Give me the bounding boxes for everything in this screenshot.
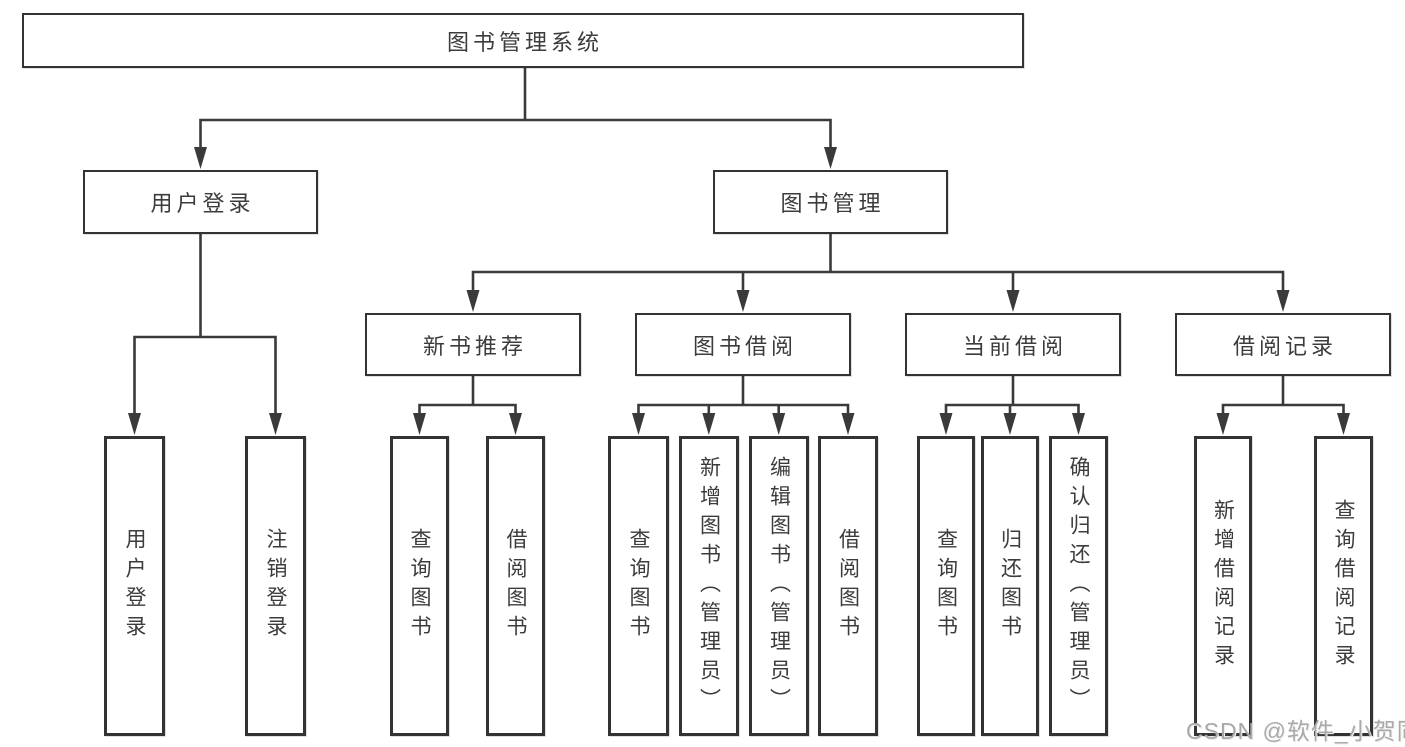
node-leaf-add-book-admin-label: 新增图书（管理员） — [697, 455, 721, 717]
node-user-login-label: 用户登录 — [150, 191, 255, 216]
node-leaf-borrow-query: 查询图书 — [608, 436, 669, 736]
node-new-book-recommend-label: 新书推荐 — [422, 333, 527, 359]
node-leaf-logout: 注销登录 — [245, 436, 306, 736]
node-leaf-newbook-borrow: 借阅图书 — [486, 436, 545, 736]
node-leaf-add-book-admin: 新增图书（管理员） — [679, 436, 739, 736]
node-leaf-newbook-query-label: 查询图书 — [408, 528, 431, 644]
node-leaf-current-query: 查询图书 — [917, 436, 975, 736]
node-leaf-borrow-query-label: 查询图书 — [627, 528, 650, 644]
node-leaf-add-record-label: 新增借阅记录 — [1211, 499, 1235, 673]
node-borrow-records-label: 借阅记录 — [1232, 333, 1337, 359]
node-book-management: 图书管理 — [713, 170, 948, 234]
node-leaf-query-record: 查询借阅记录 — [1314, 436, 1373, 736]
node-borrow-records: 借阅记录 — [1175, 313, 1391, 376]
node-leaf-newbook-borrow-label: 借阅图书 — [504, 528, 527, 644]
node-leaf-return-book-label: 归还图书 — [998, 528, 1022, 644]
node-leaf-current-query-label: 查询图书 — [934, 528, 958, 644]
node-leaf-edit-book-admin-label: 编辑图书（管理员） — [767, 455, 791, 717]
node-current-borrow-label: 当前借阅 — [962, 333, 1067, 359]
node-leaf-confirm-return-admin: 确认归还（管理员） — [1049, 436, 1108, 736]
node-leaf-edit-book-admin: 编辑图书（管理员） — [749, 436, 809, 736]
node-book-management-label: 图书管理 — [780, 191, 885, 216]
watermark: CSDN @软件_小贺同学 — [1186, 718, 1405, 744]
node-leaf-borrow-book-label: 借阅图书 — [836, 528, 860, 644]
node-leaf-borrow-book: 借阅图书 — [818, 436, 878, 736]
node-book-borrow-label: 图书借阅 — [692, 333, 797, 359]
node-leaf-newbook-query: 查询图书 — [390, 436, 449, 736]
node-root-label: 图书管理系统 — [446, 29, 603, 55]
node-leaf-confirm-return-admin-label: 确认归还（管理员） — [1067, 455, 1090, 717]
node-book-borrow: 图书借阅 — [635, 313, 851, 376]
node-user-login: 用户登录 — [83, 170, 318, 234]
node-leaf-return-book: 归还图书 — [981, 436, 1039, 736]
node-current-borrow: 当前借阅 — [905, 313, 1121, 376]
node-root: 图书管理系统 — [22, 13, 1024, 68]
node-leaf-query-record-label: 查询借阅记录 — [1332, 499, 1355, 673]
node-leaf-logout-label: 注销登录 — [264, 528, 287, 644]
node-new-book-recommend: 新书推荐 — [365, 313, 581, 376]
node-leaf-user-login-label: 用户登录 — [123, 528, 146, 644]
node-leaf-user-login: 用户登录 — [104, 436, 165, 736]
node-leaf-add-record: 新增借阅记录 — [1194, 436, 1252, 736]
